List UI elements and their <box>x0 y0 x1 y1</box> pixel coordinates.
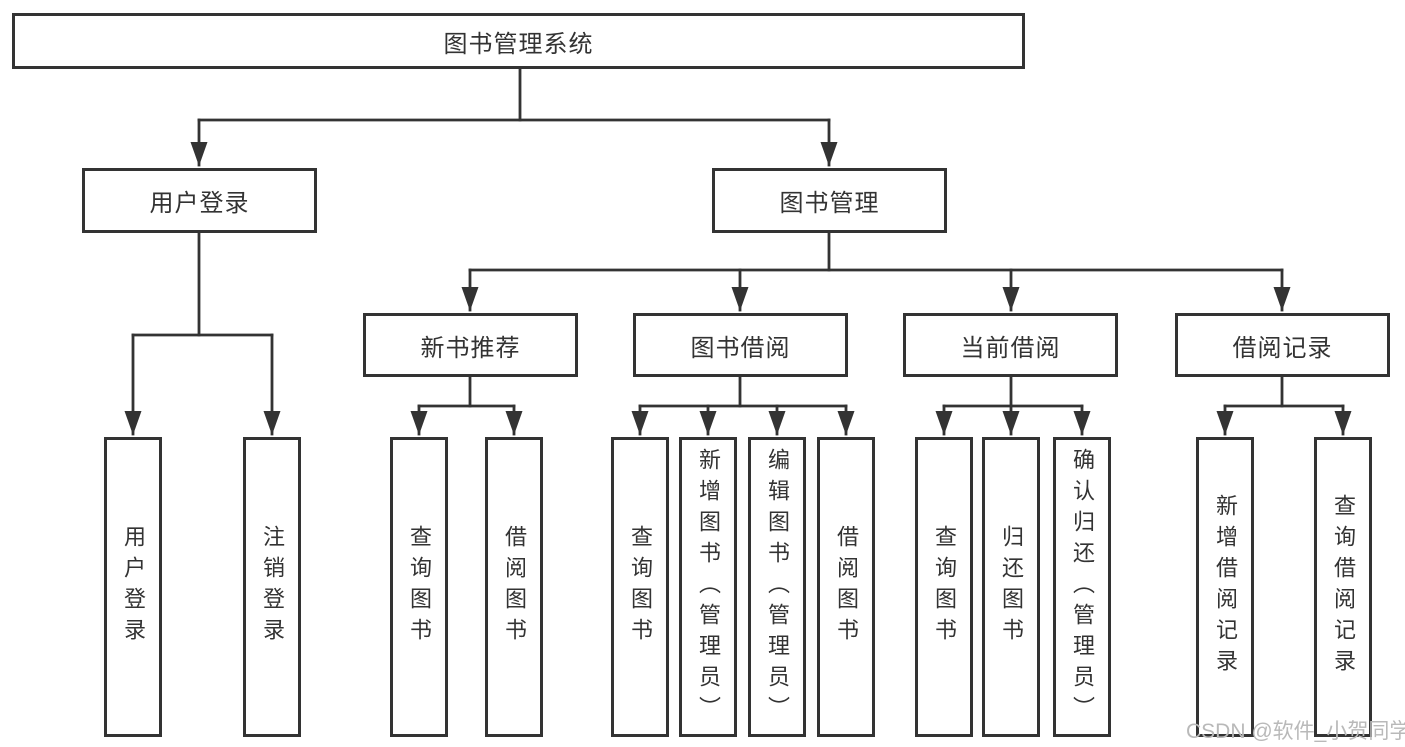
node-current-borrowing-label: 当前借阅 <box>960 334 1061 362</box>
leaf-cb-return-books-label: 归还图书 <box>999 525 1024 649</box>
csdn-watermark: CSDN @软件_小贺同学 <box>1186 720 1405 743</box>
leaf-br-add-record-label: 新增借阅记录 <box>1213 494 1238 680</box>
node-new-book-recommend: 新书推荐 <box>363 313 578 377</box>
leaf-logout-label: 注销登录 <box>260 525 285 649</box>
node-root-library-system: 图书管理系统 <box>12 13 1025 69</box>
leaf-logout: 注销登录 <box>243 437 301 737</box>
node-root-label: 图书管理系统 <box>443 30 594 58</box>
node-book-borrowing-label: 图书借阅 <box>690 334 791 362</box>
leaf-bb-query-books: 查询图书 <box>611 437 669 737</box>
leaf-cb-query-books: 查询图书 <box>915 437 973 737</box>
leaf-nbr-query-books-label: 查询图书 <box>407 525 432 649</box>
node-user-login: 用户登录 <box>82 168 317 233</box>
leaf-user-login-label: 用户登录 <box>121 525 146 649</box>
leaf-bb-add-books-admin: 新增图书（管理员） <box>679 437 737 737</box>
leaf-cb-confirm-return-admin-label: 确认归还（管理员） <box>1070 447 1095 727</box>
leaf-br-query-record: 查询借阅记录 <box>1314 437 1372 737</box>
node-book-management-label: 图书管理 <box>779 190 880 217</box>
leaf-bb-borrow-books-label: 借阅图书 <box>834 525 859 649</box>
node-book-borrowing: 图书借阅 <box>633 313 848 377</box>
leaf-cb-confirm-return-admin: 确认归还（管理员） <box>1053 437 1111 737</box>
leaf-bb-borrow-books: 借阅图书 <box>817 437 875 737</box>
node-borrowing-records-label: 借阅记录 <box>1232 334 1333 362</box>
node-current-borrowing: 当前借阅 <box>903 313 1118 377</box>
node-new-book-recommend-label: 新书推荐 <box>420 334 521 362</box>
leaf-bb-add-books-admin-label: 新增图书（管理员） <box>696 447 721 727</box>
leaf-bb-query-books-label: 查询图书 <box>628 525 653 649</box>
leaf-nbr-borrow-books: 借阅图书 <box>485 437 543 737</box>
node-book-management: 图书管理 <box>712 168 947 233</box>
leaf-cb-query-books-label: 查询图书 <box>932 525 957 649</box>
node-user-login-label: 用户登录 <box>149 190 250 217</box>
leaf-cb-return-books: 归还图书 <box>982 437 1040 737</box>
leaf-bb-edit-books-admin-label: 编辑图书（管理员） <box>765 447 790 727</box>
leaf-bb-edit-books-admin: 编辑图书（管理员） <box>748 437 806 737</box>
leaf-nbr-query-books: 查询图书 <box>390 437 448 737</box>
leaf-nbr-borrow-books-label: 借阅图书 <box>502 525 527 649</box>
node-borrowing-records: 借阅记录 <box>1175 313 1390 377</box>
leaf-br-add-record: 新增借阅记录 <box>1196 437 1254 737</box>
leaf-br-query-record-label: 查询借阅记录 <box>1331 494 1356 680</box>
leaf-user-login: 用户登录 <box>104 437 162 737</box>
